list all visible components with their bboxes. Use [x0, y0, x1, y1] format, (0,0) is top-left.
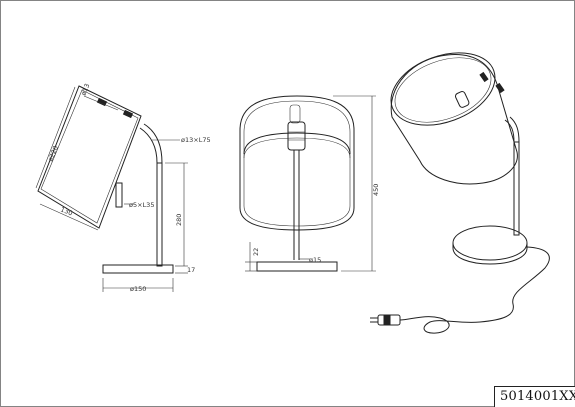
front-shade [239, 95, 355, 231]
product-code-box: 5014001XX [494, 386, 575, 407]
front-base [256, 261, 338, 272]
dim-base-height: 17 [187, 266, 195, 274]
side-small-stem [115, 182, 123, 208]
dim-arm: ø13×L75 [181, 136, 211, 144]
dim-total-height: 450 [372, 184, 380, 196]
perspective-base [452, 225, 528, 261]
side-base [102, 264, 174, 274]
perspective-stand [513, 141, 520, 236]
perspective-shade [390, 54, 518, 185]
dim-front-base-height: 22 [252, 248, 260, 256]
perspective-view [370, 52, 550, 334]
side-view: ø220 130 ø13 ø13×L75 ø5×L35 280 17 ø150 [35, 82, 211, 293]
power-plug [377, 314, 401, 326]
dim-shade-diameter: ø220 [46, 145, 60, 163]
side-shade [37, 85, 142, 229]
dim-stem: ø5×L35 [129, 201, 154, 209]
side-stand [156, 162, 163, 267]
power-cable [399, 246, 550, 334]
dim-stand-height: 280 [175, 214, 183, 226]
front-view: 450 22 ø15 [239, 95, 380, 272]
front-bulb-holder [287, 121, 306, 151]
product-code: 5014001XX [500, 389, 575, 404]
dim-tube: ø13 [79, 82, 91, 96]
dim-stem-diameter: ø15 [309, 256, 321, 264]
dim-base-diameter: ø150 [130, 285, 146, 293]
side-arm [139, 127, 158, 164]
